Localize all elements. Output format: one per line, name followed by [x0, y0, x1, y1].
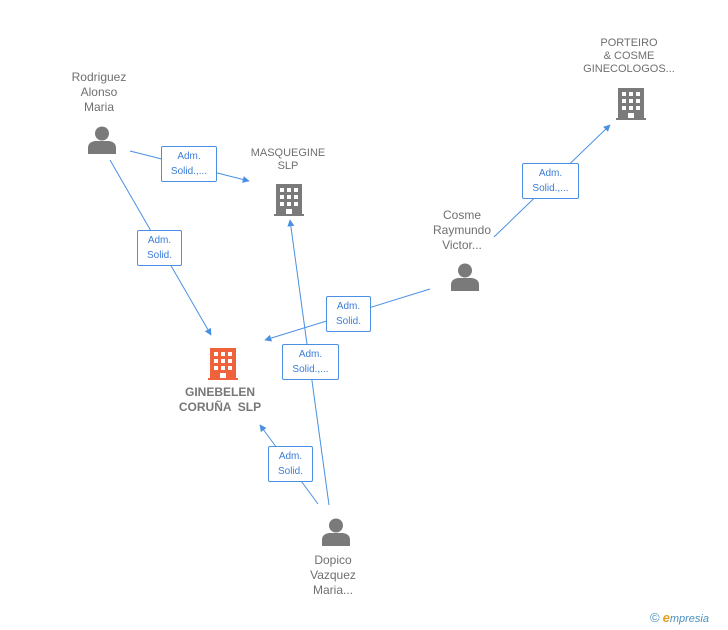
- node-label-dopico[interactable]: Dopico Vazquez Maria...: [290, 553, 376, 598]
- edge-label-line: Solid.: [277, 466, 303, 477]
- node-label-line: Maria...: [312, 583, 353, 597]
- brand-footer: ©empresia: [650, 610, 709, 625]
- node-label-line: GINECOLOGOS...: [583, 63, 675, 75]
- brand-logo-letter: e: [662, 610, 670, 625]
- edge-label-line: Adm.: [336, 301, 361, 312]
- brand-name: mpresia: [669, 613, 709, 625]
- edge-label-line: Adm.: [147, 235, 172, 246]
- person-icon[interactable]: [88, 126, 116, 155]
- person-icon[interactable]: [451, 263, 479, 292]
- node-label-ginebelen[interactable]: GINEBELEN CORUÑA SLP: [160, 385, 280, 415]
- building-icon[interactable]: [616, 88, 646, 120]
- edge-label-line: Solid.: [146, 250, 172, 261]
- edge-label-line: Solid.: [335, 316, 361, 327]
- node-label-line: Victor...: [442, 238, 482, 252]
- node-label-line: Cosme: [442, 208, 481, 222]
- edge-label-line: Adm.: [278, 451, 303, 462]
- node-label-line: Vazquez: [310, 568, 356, 582]
- edge-label-line: Adm.: [538, 168, 563, 179]
- edge-label-rodriguez-ginebelen[interactable]: Adm. Solid.: [137, 230, 182, 266]
- node-label-rodriguez[interactable]: Rodriguez Alonso Maria: [58, 70, 140, 115]
- edge-label-line: Adm.: [177, 151, 201, 162]
- node-label-cosme[interactable]: Cosme Raymundo Victor...: [418, 208, 506, 253]
- person-icon[interactable]: [322, 518, 350, 547]
- edge-label-dopico-ginebelen[interactable]: Adm. Solid.: [268, 446, 313, 482]
- node-label-line: Raymundo: [432, 223, 492, 237]
- building-icon[interactable]: [274, 184, 304, 216]
- node-label-line: & COSME: [603, 50, 655, 62]
- copyright-icon: ©: [650, 610, 660, 625]
- edge-label-cosme-porteiro[interactable]: Adm. Solid.,...: [522, 163, 579, 199]
- node-label-line: SLP: [277, 160, 299, 172]
- node-label-line: Alonso: [80, 85, 118, 99]
- node-label-line: PORTEIRO: [600, 37, 658, 49]
- edge-label-cosme-ginebelen[interactable]: Adm. Solid.: [326, 296, 371, 332]
- node-label-porteiro[interactable]: PORTEIRO & COSME GINECOLOGOS...: [570, 37, 688, 76]
- node-label-line: GINEBELEN: [184, 385, 255, 399]
- focus-building-icon[interactable]: [208, 348, 238, 380]
- edge-label-line: Solid.,...: [292, 364, 329, 375]
- node-label-line: CORUÑA SLP: [178, 400, 262, 414]
- node-label-line: Maria: [83, 100, 114, 114]
- edge-label-line: Solid.,...: [532, 183, 569, 194]
- node-label-masquegine[interactable]: MASQUEGINE SLP: [236, 147, 340, 173]
- edge-label-rodriguez-masquegine[interactable]: Adm. Solid.,...: [161, 146, 217, 182]
- node-label-line: Rodriguez: [71, 70, 127, 84]
- edge-label-line: Adm.: [298, 349, 323, 360]
- edge-label-line: Solid.,...: [170, 166, 208, 177]
- node-label-line: Dopico: [314, 553, 352, 567]
- node-label-line: MASQUEGINE: [250, 147, 326, 159]
- edge-label-dopico-masquegine[interactable]: Adm. Solid.,...: [282, 344, 339, 380]
